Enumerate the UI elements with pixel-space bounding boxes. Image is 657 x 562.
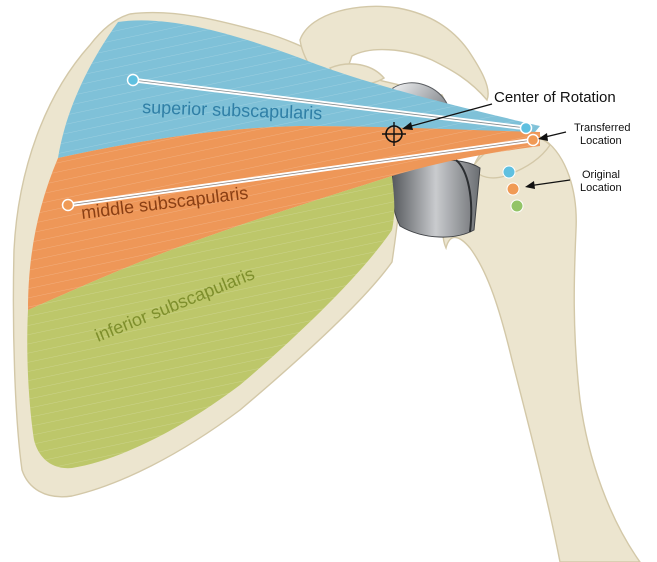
center-of-rotation-label: Center of Rotation — [494, 89, 616, 106]
original-location-label-line1: Original — [582, 169, 620, 181]
superior-insertion-dot — [521, 123, 532, 134]
middle-origin-dot — [63, 200, 74, 211]
transferred-location-label-line2: Location — [580, 135, 622, 147]
superior-origin-dot — [128, 75, 139, 86]
middle-insertion-dot — [528, 135, 539, 146]
transferred-location-label-line1: Transferred — [574, 122, 630, 134]
original-inferior-dot — [511, 200, 523, 212]
original-superior-dot — [503, 166, 515, 178]
original-middle-dot — [507, 183, 519, 195]
original-location-label-line2: Location — [580, 182, 622, 194]
